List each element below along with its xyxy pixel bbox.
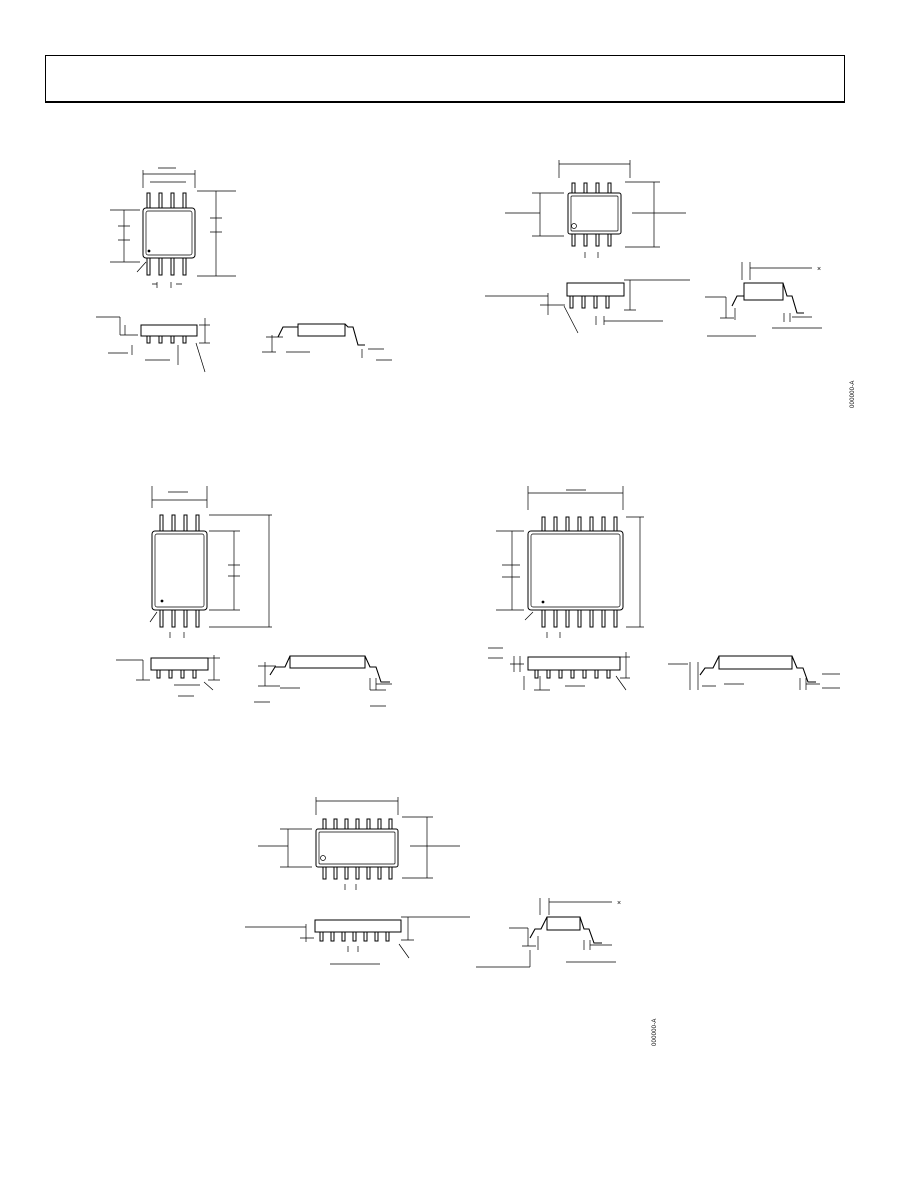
figure-4-top-leads bbox=[541, 516, 618, 532]
figure-2-end-view: × bbox=[705, 262, 822, 337]
pin1-dot-icon bbox=[160, 599, 164, 603]
figure-1-end-view bbox=[262, 323, 392, 361]
figure-1-top-leads bbox=[146, 192, 187, 209]
figure-3-top-view bbox=[149, 486, 272, 638]
pin1-circle-icon bbox=[571, 223, 577, 229]
figure-1-bottom-leads bbox=[146, 257, 187, 276]
page-header-frame bbox=[45, 55, 845, 103]
figure-4-side-view bbox=[488, 647, 630, 691]
figure-4-end-view bbox=[668, 655, 840, 690]
figure-4-bottom-leads bbox=[541, 609, 618, 628]
figure-2-top-view bbox=[505, 160, 686, 258]
figure-4-top-view bbox=[496, 486, 644, 638]
figure-5-top-view bbox=[258, 797, 460, 890]
figure-5-code: 000000-A bbox=[652, 1018, 658, 1046]
x-mark: × bbox=[817, 266, 821, 273]
x-mark: × bbox=[617, 900, 621, 907]
figure-5-side-view bbox=[245, 916, 470, 965]
figure-1-side-view bbox=[96, 316, 210, 373]
figure-1-top-view bbox=[110, 167, 236, 288]
figure-2-code: 000000-A bbox=[850, 380, 856, 408]
pin1-dot-icon bbox=[541, 600, 545, 604]
figure-2-side-view bbox=[485, 279, 690, 334]
figure-3-end-view bbox=[254, 655, 392, 707]
pin1-circle-icon bbox=[320, 855, 326, 861]
figure-5-end-view: × bbox=[476, 898, 621, 968]
pin1-dot-icon bbox=[147, 249, 151, 253]
figure-3-side-view bbox=[116, 655, 220, 697]
